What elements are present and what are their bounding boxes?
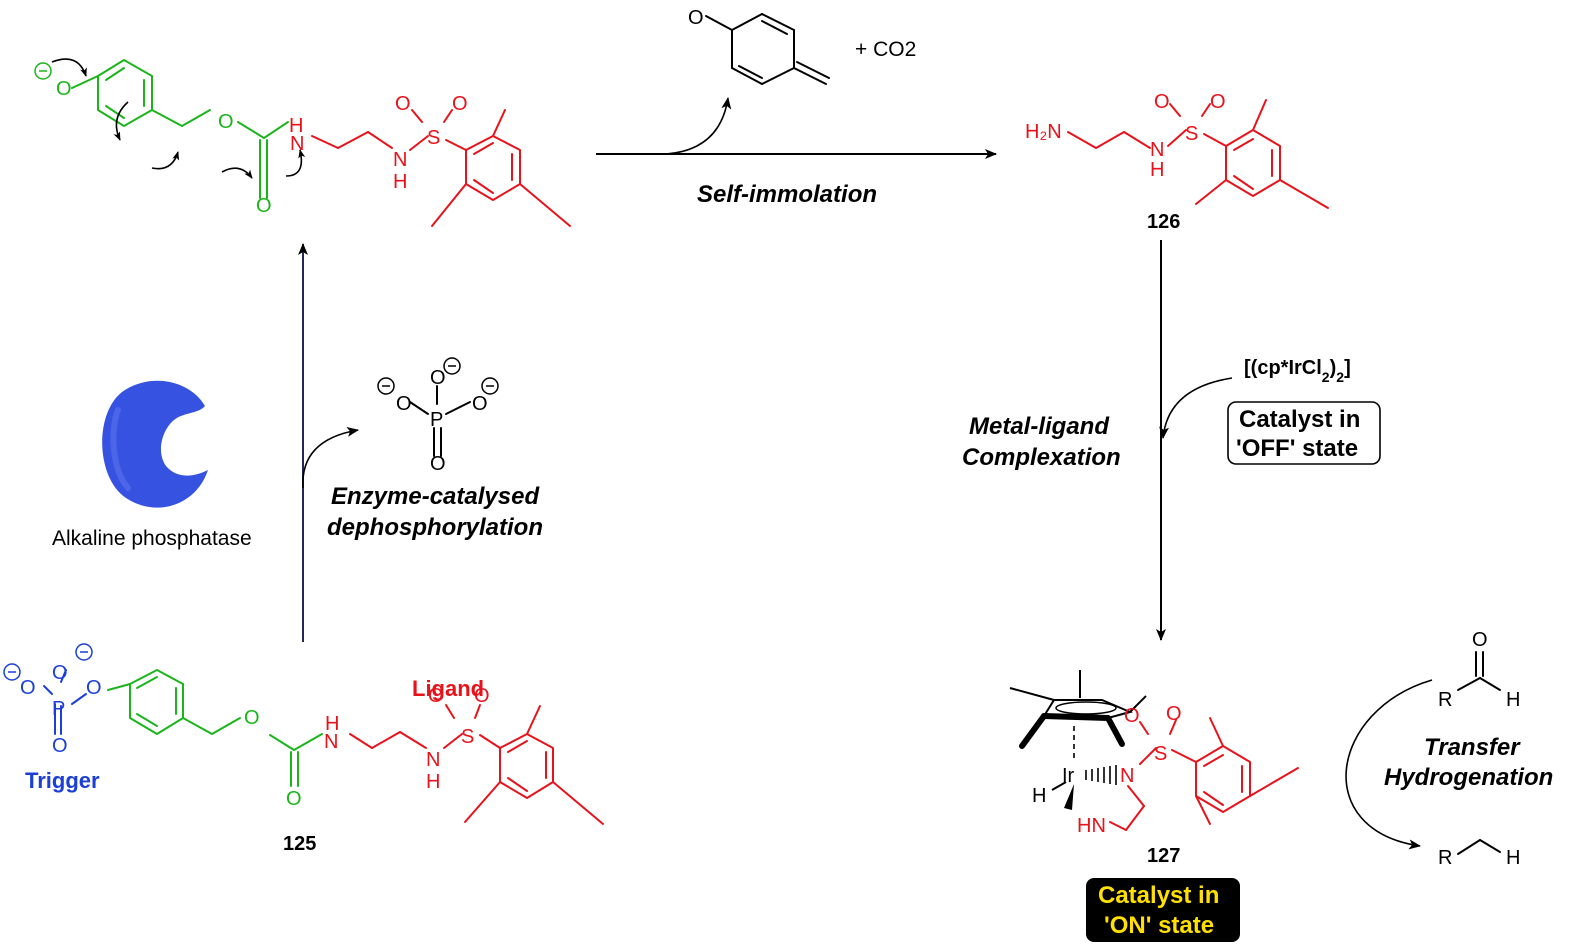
transfer-label-1: Transfer	[1424, 734, 1521, 761]
transfer-hydrogenation-substrates: O R H R H	[1345, 629, 1520, 869]
compound-126-number: 126	[1147, 211, 1180, 233]
compound-127-number: 127	[1147, 845, 1180, 867]
byproduct-release-arrow	[665, 97, 732, 155]
svg-text:O: O	[256, 195, 272, 217]
enzyme-pacman-icon	[102, 380, 208, 508]
svg-text:H: H	[426, 771, 440, 793]
svg-text:O: O	[430, 367, 446, 389]
quinone-methide-byproduct: O + CO2	[688, 7, 916, 85]
svg-text:N: N	[393, 149, 407, 171]
svg-text:H: H	[1506, 847, 1520, 869]
svg-text:N: N	[426, 749, 440, 771]
svg-text:H: H	[289, 115, 303, 137]
svg-text:R: R	[1438, 847, 1452, 869]
svg-text:O: O	[688, 7, 704, 29]
svg-text:HN: HN	[1077, 815, 1106, 837]
complexation-label-2: Complexation	[962, 444, 1121, 471]
svg-text:O: O	[52, 735, 68, 757]
svg-text:O: O	[395, 93, 411, 115]
enzyme-label: Alkaline phosphatase	[52, 527, 252, 550]
svg-text:S: S	[1185, 123, 1198, 145]
dephosphorylation-label-1: Enzyme-catalysed	[331, 483, 540, 510]
catalyst-on-line1: Catalyst in	[1098, 882, 1219, 909]
svg-text:O: O	[472, 393, 488, 415]
svg-text:P: P	[52, 698, 65, 720]
svg-text:O: O	[474, 685, 490, 707]
svg-text:O: O	[218, 111, 234, 133]
co2-label: + CO2	[855, 38, 916, 61]
svg-text:O: O	[396, 393, 412, 415]
reagent-label: [(cp*IrCl2)2]	[1244, 357, 1351, 385]
transfer-label-2: Hydrogenation	[1384, 764, 1553, 791]
catalyst-off-line1: Catalyst in	[1239, 406, 1360, 433]
svg-text:R: R	[1438, 689, 1452, 711]
svg-text:H: H	[1506, 689, 1520, 711]
svg-text:H: H	[1032, 785, 1046, 807]
svg-text:O: O	[1124, 705, 1140, 727]
svg-text:O: O	[86, 677, 102, 699]
catalyst-on-line2: 'ON' state	[1104, 912, 1214, 939]
trigger-label: Trigger	[25, 768, 100, 793]
svg-text:O: O	[430, 453, 446, 475]
cp-star-ligand	[1009, 670, 1147, 749]
catalyst-off-line2: 'OFF' state	[1236, 435, 1358, 462]
svg-text:O: O	[1154, 91, 1170, 113]
svg-text:O: O	[1210, 91, 1226, 113]
svg-text:N: N	[1150, 139, 1164, 161]
svg-text:H: H	[325, 713, 339, 735]
compound-127: Ir H N HN	[1009, 670, 1299, 867]
svg-text:O: O	[428, 685, 444, 707]
dephosphorylation-label-2: dephosphorylation	[327, 514, 543, 541]
svg-text:P: P	[430, 409, 443, 431]
reagent-addition-arrow	[1159, 377, 1233, 439]
complexation-label-1: Metal-ligand	[969, 413, 1110, 440]
svg-text:N: N	[290, 133, 304, 155]
catalyst-on-box: Catalyst in 'ON' state	[1086, 878, 1240, 942]
svg-text:O: O	[1472, 629, 1488, 651]
svg-text:O: O	[1166, 703, 1182, 725]
catalyst-off-box: Catalyst in 'OFF' state	[1227, 401, 1381, 465]
svg-text:H: H	[393, 171, 407, 193]
svg-text:S: S	[461, 726, 474, 748]
svg-text:O: O	[286, 788, 302, 810]
svg-text:S: S	[1154, 743, 1167, 765]
compound-125-number: 125	[283, 833, 316, 855]
svg-text:H₂N: H₂N	[1025, 121, 1062, 143]
svg-text:O: O	[20, 677, 36, 699]
phenolate-intermediate: O O O H N N H S O O	[34, 58, 571, 227]
phosphate-byproduct: O O P O O	[377, 357, 499, 475]
svg-text:O: O	[56, 78, 72, 100]
compound-125: O O P O O Trigger O O	[3, 643, 604, 855]
phosphate-release-arrow	[302, 426, 359, 489]
svg-text:O: O	[52, 662, 68, 684]
svg-text:N: N	[1120, 765, 1134, 787]
compound-126: H₂N N H S O O 126	[1025, 91, 1329, 233]
svg-text:N: N	[324, 731, 338, 753]
svg-text:S: S	[427, 127, 440, 149]
self-immolation-label: Self-immolation	[697, 181, 877, 208]
svg-text:O: O	[452, 93, 468, 115]
ligand-label: Ligand	[412, 676, 484, 701]
svg-text:H: H	[1150, 159, 1164, 181]
svg-text:O: O	[244, 707, 260, 729]
